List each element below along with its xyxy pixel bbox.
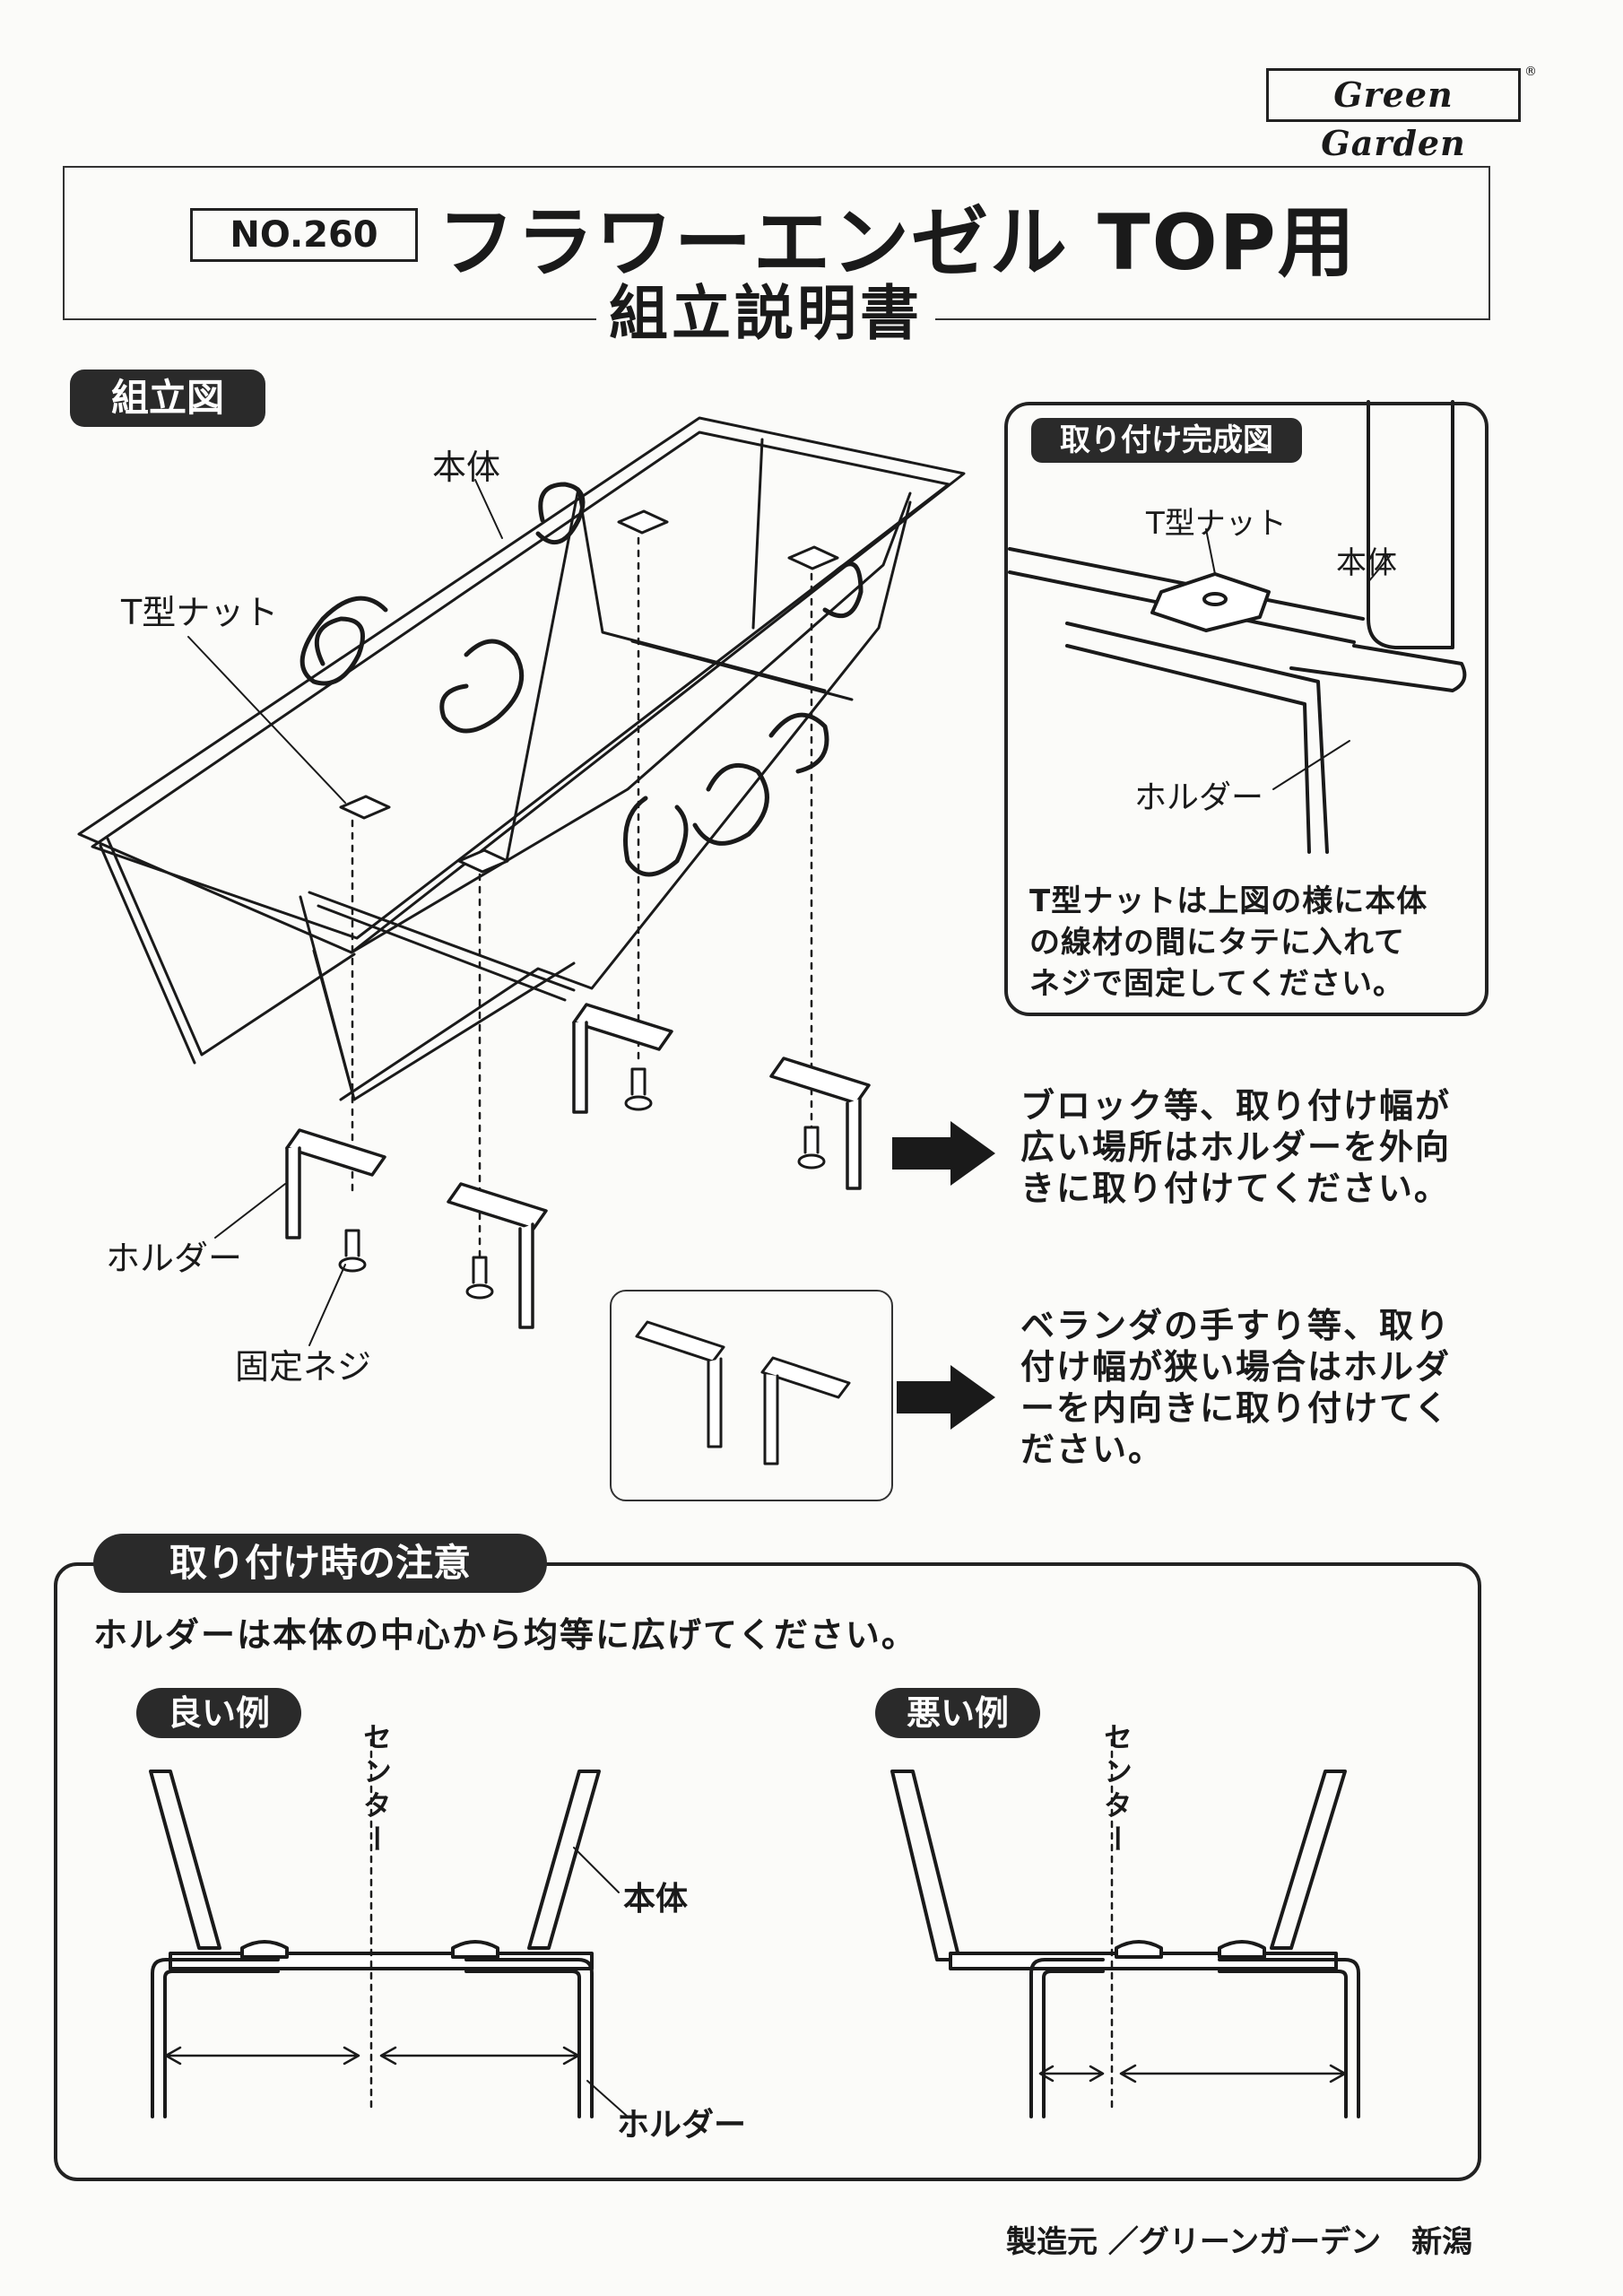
model-number: NO.260 [190, 208, 418, 262]
leader-lines [187, 479, 503, 1346]
completed-note-line: ネジで固定してください。 [1029, 966, 1404, 1002]
inward-note-line: ださい。 [1020, 1430, 1165, 1469]
inward-note-line: 付け幅が狭い場合はホルダ [1020, 1347, 1452, 1387]
outward-note-line: 広い場所はホルダーを外向 [1020, 1127, 1452, 1167]
manufacturer: 製造元 ／グリーンガーデン 新潟 [1006, 2224, 1473, 2260]
label-holder: ホルダー [106, 1239, 243, 1278]
page-title: フラワーエンゼル TOP用 [438, 198, 1357, 288]
completed-note-line: T型ナットは上図の様に本体 [1029, 883, 1428, 919]
good-example-label: 良い例 [136, 1688, 301, 1738]
outward-note: ブロック等、取り付け幅が 広い場所はホルダーを外向 きに取り付けてください。 [1020, 1085, 1451, 1209]
outward-note-line: ブロック等、取り付け幅が [1020, 1086, 1452, 1126]
registered-mark: ® [1524, 65, 1537, 79]
arrows [892, 1121, 995, 1430]
inward-note: ベランダの手すり等、取り 付け幅が狭い場合はホルダ ーを内向きに取り付けてく だ… [1020, 1305, 1451, 1470]
bad-example [890, 1738, 1360, 2118]
inward-holders-box [610, 1290, 893, 1501]
good-example [149, 1738, 629, 2118]
notice-box [54, 1562, 1481, 2181]
good-label-body: 本体 [623, 1881, 689, 1918]
inward-holders [635, 1320, 851, 1465]
brand-logo: Green Garden [1266, 68, 1521, 163]
assembly-heading: 組立図 [70, 370, 265, 427]
label-body: 本体 [432, 448, 501, 487]
page-subtitle: 組立説明書 [596, 274, 935, 354]
completed-heading: 取り付け完成図 [1031, 418, 1302, 463]
completed-detail [1008, 400, 1467, 854]
basket-frame [77, 416, 966, 1101]
label-screw: 固定ネジ [235, 1347, 372, 1387]
notice-text: ホルダーは本体の中心から均等に広げてください。 [93, 1615, 917, 1655]
inward-note-line: ーを内向きに取り付けてく [1020, 1388, 1450, 1428]
label-t-nut: T型ナット [121, 593, 279, 632]
good-center-label: センター [359, 1722, 393, 1858]
bad-example-label: 悪い例 [875, 1688, 1040, 1738]
outward-note-line: きに取り付けてください。 [1020, 1169, 1450, 1208]
t-nuts [339, 509, 839, 874]
completed-label-holder: ホルダー [1134, 779, 1264, 816]
holders [285, 1003, 871, 1329]
notice-heading: 取り付け時の注意 [93, 1534, 547, 1593]
good-label-holder: ホルダー [617, 2107, 747, 2144]
completed-note-line: の線材の間にタテに入れて [1029, 925, 1405, 961]
screws [338, 1067, 826, 1300]
inward-note-line: ベランダの手すり等、取り [1020, 1306, 1452, 1345]
completed-label-t-nut: T型ナット [1146, 506, 1287, 542]
guide-lines [351, 536, 813, 1275]
scroll-ornaments [299, 482, 864, 877]
completed-diagram-box [1004, 402, 1488, 1016]
bad-center-label: センター [1099, 1722, 1133, 1858]
completed-note: T型ナットは上図の様に本体 の線材の間にタテに入れて ネジで固定してください。 [1029, 881, 1428, 1004]
completed-label-body: 本体 [1336, 545, 1397, 581]
